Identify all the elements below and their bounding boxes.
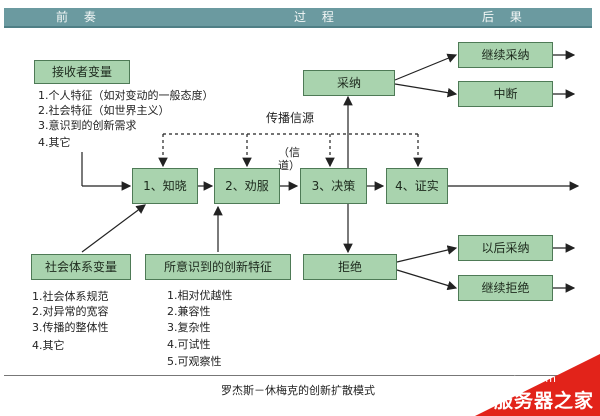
reject-box: 拒绝 xyxy=(303,254,397,280)
perceived-item-1: 1.相对优越性 xyxy=(167,289,233,302)
watermark-brand: 服务器之家 xyxy=(493,390,594,412)
continued-adoption-box: 继续采纳 xyxy=(458,42,553,68)
perceived-item-4: 4.可试性 xyxy=(167,338,211,351)
social-system-variables-box: 社会体系变量 xyxy=(31,254,131,280)
channel-label: （信道） xyxy=(278,146,300,172)
continued-rejection-box: 继续拒绝 xyxy=(458,275,553,301)
stage-persuasion: 2、劝服 xyxy=(214,168,280,204)
stage-confirmation: 4、证实 xyxy=(386,168,448,204)
adopt-box: 采纳 xyxy=(303,70,395,96)
diagram-caption: 罗杰斯－休梅克的创新扩散模式 xyxy=(4,375,592,398)
discontinuance-box: 中断 xyxy=(458,81,553,107)
header-consequences: 后 果 xyxy=(482,10,528,24)
receiver-item-4: 4.其它 xyxy=(38,136,71,149)
communication-sources-label: 传播信源 xyxy=(266,111,315,125)
later-adoption-box: 以后采纳 xyxy=(458,235,553,261)
header-process: 过 程 xyxy=(294,10,340,24)
perceived-item-3: 3.复杂性 xyxy=(167,321,211,334)
watermark-background xyxy=(475,354,600,416)
stage-decision: 3、决策 xyxy=(300,168,367,204)
watermark-url: www.zzvips.com xyxy=(465,372,556,385)
social-item-1: 1.社会体系规范 xyxy=(32,290,109,303)
receiver-item-1: 1.个人特征（如对变动的一般态度） xyxy=(38,89,214,102)
perceived-item-5: 5.可观察性 xyxy=(167,355,222,368)
receiver-item-3: 3.意识到的创新需求 xyxy=(38,119,137,132)
stage-knowledge: 1、知晓 xyxy=(132,168,198,204)
receiver-variables-box: 接收者变量 xyxy=(34,60,130,84)
header-bar: 前 奏 过 程 后 果 xyxy=(4,8,592,28)
social-item-4: 4.其它 xyxy=(32,339,65,352)
receiver-item-2: 2.社会特征（如世界主义） xyxy=(38,104,170,117)
header-antecedents: 前 奏 xyxy=(56,10,102,24)
perceived-characteristics-box: 所意识到的创新特征 xyxy=(145,254,291,280)
social-item-3: 3.传播的整体性 xyxy=(32,321,109,334)
perceived-item-2: 2.兼容性 xyxy=(167,305,211,318)
social-item-2: 2.对异常的宽容 xyxy=(32,305,109,318)
